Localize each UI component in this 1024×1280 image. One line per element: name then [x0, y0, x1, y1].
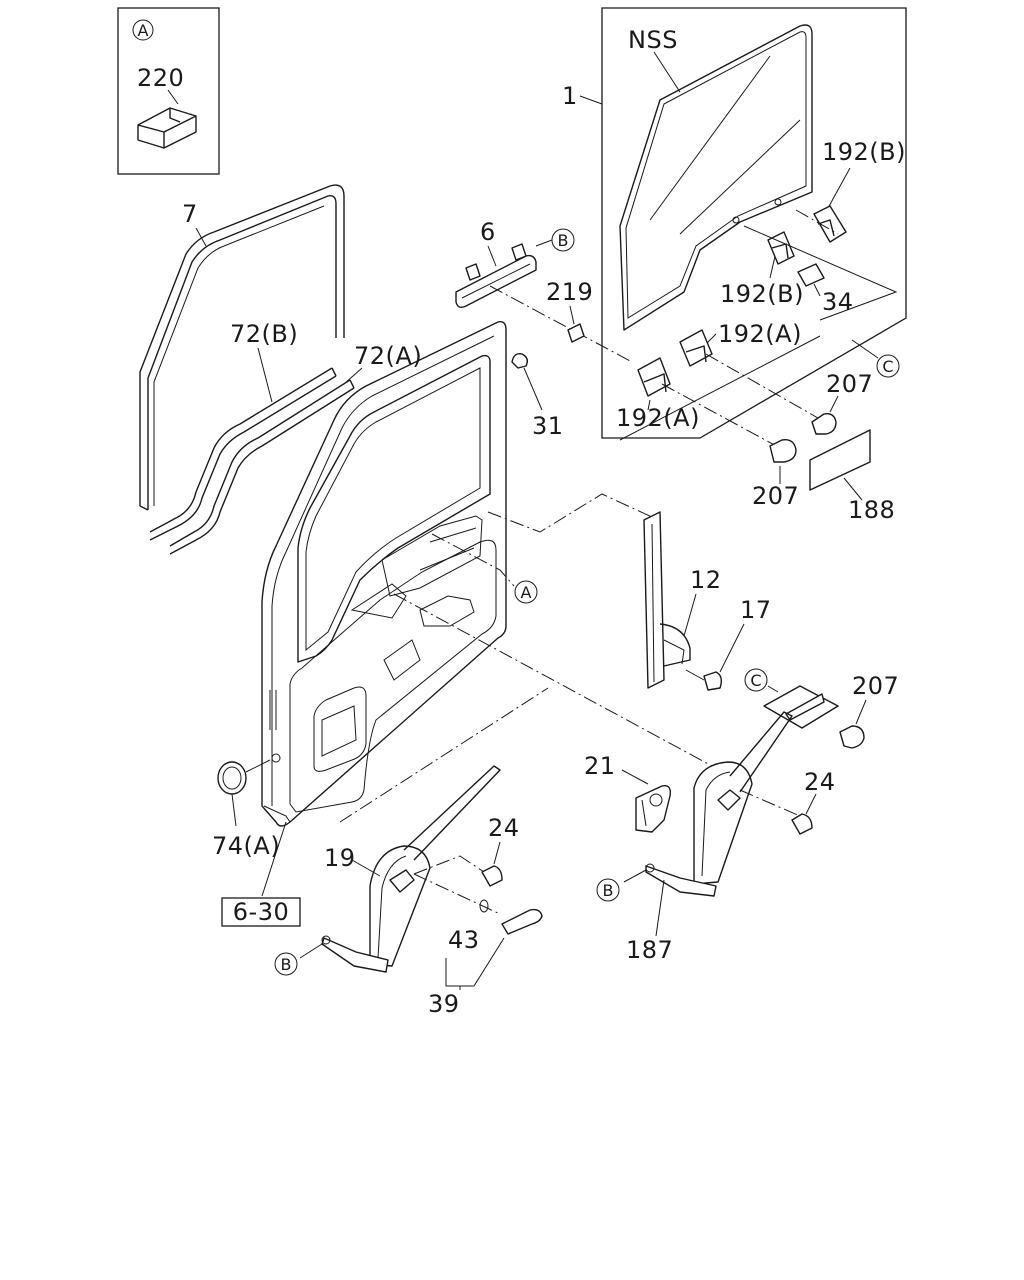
door-glass [619, 24, 813, 331]
door-panel [261, 320, 507, 827]
ref-6-30-box: 6-30 [221, 821, 301, 927]
label-1: 1 [562, 82, 578, 110]
part-74a-grommet: 74(A) [212, 759, 280, 860]
part-34-stopper [797, 263, 825, 287]
label-219: 219 [546, 278, 593, 306]
label-187: 187 [626, 936, 673, 964]
label-72b: 72(B) [230, 320, 298, 348]
label-24-right: 24 [804, 768, 836, 796]
ref-c-top: C [851, 339, 900, 378]
label-72a: 72(A) [354, 342, 422, 370]
part-219-clip: 219 [546, 278, 593, 343]
leader-door-regulator-right [393, 593, 713, 767]
inset-a-box: A 220 [117, 7, 220, 175]
ref-a-door-text: A [521, 583, 532, 602]
part-39-crank: 39 [428, 908, 543, 1018]
leader-192a-right-207 [705, 353, 819, 419]
label-nss: NSS [628, 26, 678, 54]
part-12-run-channel: 12 [643, 511, 722, 689]
part-17-bolt: 17 [685, 596, 772, 691]
label-31: 31 [532, 412, 564, 440]
part-24-bolt-right: 24 [791, 768, 836, 835]
label-19: 19 [324, 844, 356, 872]
label-43: 43 [448, 926, 480, 954]
part-220-clip [137, 107, 197, 149]
ref-c-mid: C [744, 668, 839, 729]
part-6-channel: 6 B [455, 218, 633, 363]
part-192a-left: 192(A) [616, 357, 700, 432]
part-19-regulator: B 19 [274, 765, 501, 976]
part-207-bolt-top: 207 [811, 370, 873, 435]
label-188: 188 [848, 496, 895, 524]
part-188-label: 188 [809, 429, 895, 524]
ref-b-top: B [558, 231, 569, 250]
ref-c-mid-text: C [750, 671, 761, 690]
part-31-bumper: 31 [511, 352, 564, 440]
label-17: 17 [740, 596, 772, 624]
label-34: 34 [822, 288, 854, 316]
part-187-regulator: B 187 [596, 711, 801, 964]
label-207-mid: 207 [752, 482, 799, 510]
part-207-bolt-mid: 207 [752, 439, 799, 510]
label-6: 6 [480, 218, 496, 246]
part-192b-mid [767, 231, 795, 265]
label-192b-mid: 192(B) [720, 280, 804, 308]
glass-assembly-box: NSS 1 192(B) 192(B) 34 [562, 7, 907, 439]
label-21: 21 [584, 752, 616, 780]
inset-a-marker: A [138, 21, 149, 40]
part-21-handle: 21 [584, 752, 672, 833]
leader-door-regulator-left [339, 687, 549, 823]
ref-6-30-text: 6-30 [233, 898, 289, 926]
ref-a-door: A [431, 533, 538, 604]
ref-b-right: B [603, 881, 614, 900]
label-207-top: 207 [826, 370, 873, 398]
ref-c-top-text: C [882, 357, 893, 376]
label-74a: 74(A) [212, 832, 280, 860]
label-12: 12 [690, 566, 722, 594]
leader-door-12 [487, 493, 655, 533]
part-72a-strip: 72(A) [169, 342, 422, 555]
label-207-right: 207 [852, 672, 899, 700]
part-207-bolt-right: 207 [839, 672, 899, 749]
label-7: 7 [182, 200, 198, 228]
part-72b-strip: 72(B) [149, 320, 337, 541]
ref-b-left: B [281, 955, 292, 974]
label-220: 220 [137, 64, 184, 92]
label-39: 39 [428, 990, 460, 1018]
part-24-bolt-left: 24 [481, 814, 520, 887]
part-192b-top [813, 205, 847, 243]
label-192a-right: 192(A) [718, 320, 802, 348]
label-192b-top: 192(B) [822, 138, 906, 166]
label-24-left: 24 [488, 814, 520, 842]
part-192a-right [679, 329, 713, 367]
leader-192a-left-207 [661, 383, 781, 449]
part-43-washer: 43 [448, 899, 489, 954]
label-192a-left: 192(A) [616, 404, 700, 432]
part-7-weatherstrip: 7 [139, 184, 345, 511]
